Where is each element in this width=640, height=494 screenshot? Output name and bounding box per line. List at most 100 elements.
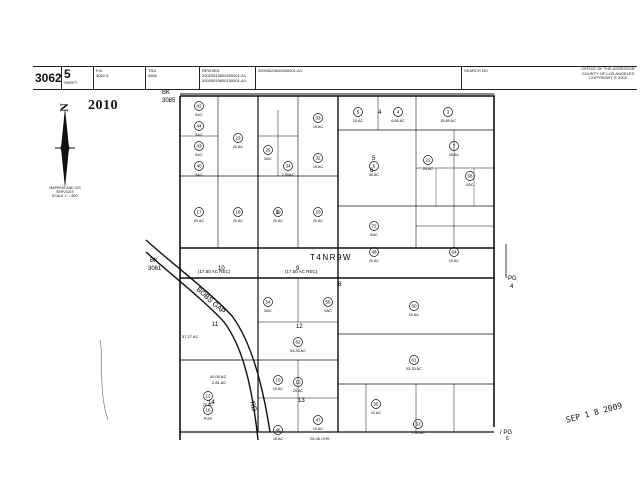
book-ref-left: BK [150, 258, 158, 264]
parcel-circle [423, 155, 433, 165]
parcel-circle [283, 161, 293, 171]
parcel-area: 20 AC [273, 219, 284, 223]
parcel-number: 22 [425, 158, 431, 163]
section-number: 4 [378, 110, 382, 116]
misc-area-5: (17.50 AC REC) [285, 269, 318, 274]
parcel-number: 26 [265, 148, 271, 153]
parcel-number: 44 [196, 124, 202, 129]
parcel-area: 5AC [324, 309, 332, 313]
parcel-circle [353, 107, 363, 117]
section-number: 10 [218, 266, 225, 272]
parcel-circle [413, 419, 423, 429]
parcel-number: 53 [415, 422, 421, 427]
parcel-number: 40 [196, 164, 202, 169]
parcel-circle [233, 207, 243, 217]
parcel-number: 56 [325, 300, 331, 305]
parcel-area: 20 AC [233, 145, 244, 149]
page-cell: 5 SHEET [61, 67, 93, 89]
parcel-area: 20 AC [369, 259, 380, 263]
parcel-area: 20 AC [233, 219, 244, 223]
parcel-number: 13 [205, 394, 211, 399]
parcel-number: 68 [467, 174, 473, 179]
parcel-circle [369, 161, 379, 171]
page-ref-bottom: / PG [500, 430, 512, 436]
parcel-circle [465, 171, 475, 181]
map-year: 2010 [88, 98, 118, 113]
parcel-number: 17 [196, 210, 202, 215]
parcel-area: 2.50AC [282, 173, 295, 177]
parcel-number: 42 [196, 104, 202, 109]
revised-label: REVISED [202, 68, 220, 73]
parcel-circle [393, 107, 403, 117]
section-number: 1 [276, 210, 280, 216]
parcel-circle [409, 355, 419, 365]
mapping-credit: MAPPING AND GIS SERVICES SCALE 1" = 800' [33, 186, 97, 198]
section-number: 8 [338, 282, 342, 288]
parcel-circle [293, 377, 303, 387]
parcel-number: 54 [265, 300, 271, 305]
road-name-label: BOBS GAP [195, 286, 227, 316]
parcel-area: POR [204, 417, 212, 421]
parcel-number: 18 [235, 210, 241, 215]
parcel-number: 61 [411, 358, 417, 363]
parcel-number: 32 [315, 156, 321, 161]
parcel-area: 15 AC [449, 153, 460, 157]
parcel-circle [194, 101, 204, 111]
township-label: T4NR9W [310, 253, 352, 262]
parcel-area: 20 AC [203, 403, 214, 407]
road-line [145, 239, 271, 433]
book-number: 3062 [35, 71, 62, 85]
parcel-number: 34 [285, 164, 291, 169]
pa-label: P.A. [96, 68, 104, 73]
parcel-circle [449, 141, 459, 151]
parcel-area: 5AC [264, 309, 272, 313]
book-ref-left-num: 3061 [148, 266, 162, 272]
assessor-office: OFFICE OF THE ASSESSOR COUNTY OF LOS ANG… [578, 66, 638, 81]
parcel-area: 20 AC [313, 219, 324, 223]
section-number: 9 [296, 266, 300, 272]
misc-area-4: (17.50 AC REC) [198, 269, 231, 274]
parcel-circle [443, 107, 453, 117]
parcel-area: 7.50 AC [411, 431, 425, 435]
parcel-number: 60 [411, 304, 417, 309]
tra-label: TRA [148, 68, 156, 73]
parcel-area: 5AC [466, 183, 474, 187]
parcel-circle [194, 207, 204, 217]
road-name-label-2: RD [248, 401, 257, 413]
section-number: 14 [208, 400, 215, 406]
parcel-circle [369, 221, 379, 231]
office-line-1: OFFICE OF THE ASSESSOR [581, 66, 635, 71]
parcel-area: 5AC [195, 153, 203, 157]
parcel-circle [313, 113, 323, 123]
road-line [145, 251, 259, 441]
tra-value: 4666 [148, 73, 157, 78]
parcel-area: 20 AC [423, 167, 434, 171]
parcel-circle [409, 301, 419, 311]
parcel-area: 6.68 AC [391, 119, 405, 123]
parcel-area: 10 AC [313, 165, 324, 169]
book-ref-top: BK [162, 90, 170, 96]
parcel-number: 15 [275, 378, 281, 383]
parcel-circle [369, 247, 379, 257]
parcel-area: 53.33 AC [290, 349, 306, 353]
wash-line [99, 339, 109, 421]
parcel-area: 10 AC [449, 259, 460, 263]
parcel-number: 55 [373, 402, 379, 407]
parcel-circle [203, 391, 213, 401]
section-number: 6 [370, 168, 374, 174]
pa-value: 3062-5 [96, 73, 109, 78]
search-cell: SEARCH NO [461, 67, 577, 89]
parcel-number: 16 [205, 408, 211, 413]
parcel-number: 6 [373, 164, 376, 169]
misc-area-3: 37.27 AC [182, 334, 199, 339]
parcel-area: 5AC [195, 113, 203, 117]
parcel-area: 15 AC [273, 437, 284, 441]
search-label: SEARCH NO [464, 68, 488, 73]
office-line-2: COUNTY OF LOS ANGELES [581, 70, 635, 76]
parcel-number: 48 [371, 250, 377, 255]
parcel-area: 15.89 AC [440, 119, 456, 123]
parcel-circle [194, 121, 204, 131]
parcel-circle [313, 153, 323, 163]
